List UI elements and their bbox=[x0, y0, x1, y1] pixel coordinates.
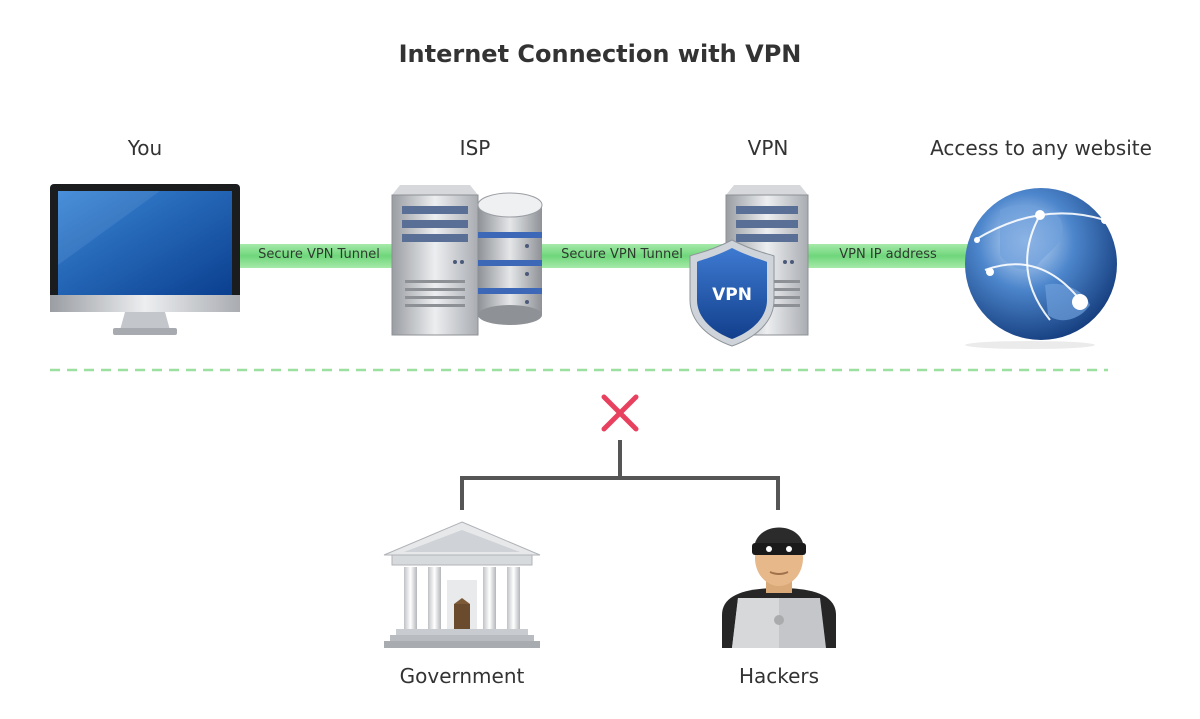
title: Internet Connection with VPN bbox=[398, 40, 802, 68]
tunnel-you-isp bbox=[234, 244, 404, 268]
server-icon bbox=[391, 185, 479, 336]
node-label-website: Access to any website bbox=[930, 136, 1152, 160]
monitor-icon bbox=[50, 184, 240, 335]
tunnel-label-isp-vpn: Secure VPN Tunnel bbox=[561, 247, 683, 262]
node-label-vpn: VPN bbox=[747, 136, 789, 160]
blocked-tree-connector bbox=[460, 440, 780, 510]
database-icon bbox=[477, 192, 543, 325]
shield-label: VPN bbox=[712, 285, 752, 305]
tunnel-label-vpn-web: VPN IP address bbox=[839, 247, 937, 262]
tunnel-label-you-isp: Secure VPN Tunnel bbox=[258, 247, 380, 262]
node-label-isp: ISP bbox=[459, 136, 491, 160]
government-building-icon bbox=[383, 521, 541, 648]
blocked-x-icon bbox=[601, 394, 639, 432]
hacker-icon bbox=[722, 527, 836, 648]
blocked-label-government: Government bbox=[399, 664, 525, 688]
tunnel-vpn-web bbox=[806, 244, 976, 268]
shield-icon: VPN bbox=[689, 239, 775, 347]
node-label-you: You bbox=[127, 136, 163, 160]
blocked-label-hackers: Hackers bbox=[738, 664, 820, 688]
globe-icon bbox=[965, 188, 1117, 349]
